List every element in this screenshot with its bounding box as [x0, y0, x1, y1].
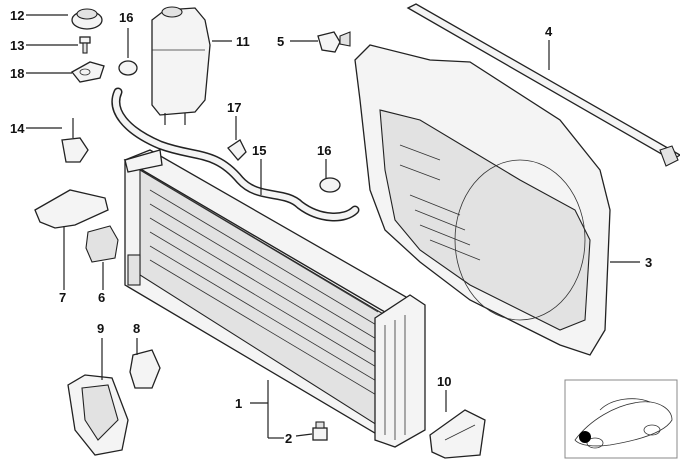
clamps-drawing	[118, 60, 341, 193]
callout-8: 8	[133, 321, 140, 336]
vehicle-locator-thumbnail	[564, 379, 678, 459]
callout-18: 18	[10, 66, 24, 81]
location-marker-icon	[579, 431, 591, 443]
callout-5: 5	[277, 34, 284, 49]
callout-3: 3	[645, 255, 652, 270]
bracket-drawing	[34, 189, 119, 263]
air-duct-drawing	[67, 374, 129, 456]
callout-15: 15	[252, 143, 266, 158]
callout-10: 10	[437, 374, 451, 389]
callout-2: 2	[285, 431, 292, 446]
fan-shroud-drawing	[354, 44, 611, 356]
drain-plug-drawing	[312, 421, 328, 441]
callout-16-right: 16	[317, 143, 331, 158]
callout-14: 14	[10, 121, 25, 136]
callout-11: 11	[236, 34, 250, 49]
callout-13: 13	[10, 38, 24, 53]
callout-7: 7	[59, 290, 66, 305]
clip-drawing	[317, 31, 351, 53]
rubber-pad-drawing	[129, 349, 161, 389]
air-guide-drawing	[429, 409, 486, 459]
callout-17: 17	[227, 100, 241, 115]
leader-lines	[26, 14, 640, 439]
seal-strip-drawing	[406, 3, 680, 167]
radiator-drawing	[123, 149, 426, 448]
expansion-tank-drawing	[151, 6, 211, 125]
callout-4: 4	[545, 24, 553, 39]
small-parts-left	[71, 8, 105, 83]
callout-1: 1	[235, 396, 242, 411]
level-sensor-drawing	[61, 118, 89, 163]
callout-16-top: 16	[119, 10, 133, 25]
callout-9: 9	[97, 321, 104, 336]
callout-labels: 12 13 18 14 16 11 5 4 17 15 16 3 7 6 8 9…	[10, 8, 652, 446]
callout-12: 12	[10, 8, 24, 23]
hose-drawing	[111, 87, 360, 222]
callout-6: 6	[98, 290, 105, 305]
